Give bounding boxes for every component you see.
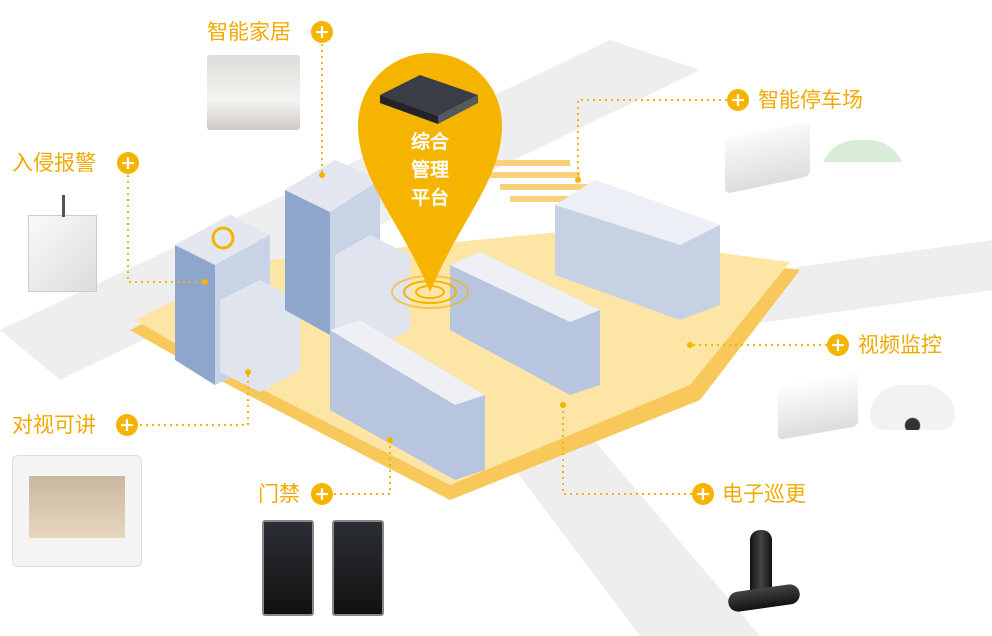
keypad-reader-image: [332, 520, 384, 616]
platform-title-line: 综合: [410, 131, 449, 153]
multi-sensor-camera-image: [820, 140, 905, 195]
label-smart-parking: 智能停车场: [758, 88, 863, 112]
server-icon: [380, 75, 478, 124]
platform-title-line: 管理: [410, 159, 449, 181]
leader-dots: [202, 172, 693, 443]
dome-camera-image: [870, 385, 955, 430]
plus-smart-parking-button[interactable]: +: [727, 89, 749, 111]
leader-lines: [116, 44, 827, 495]
smart-home-image: [207, 55, 300, 130]
building-parking: [555, 180, 720, 320]
plus-access-control-button[interactable]: +: [311, 483, 333, 505]
plus-video-intercom-button[interactable]: +: [116, 414, 138, 436]
building-row-middle: [450, 252, 600, 395]
building-tower-center: [285, 160, 410, 350]
card-reader-image: [262, 520, 314, 616]
platform-title: 综合 管理 平台: [398, 128, 462, 212]
intercom-monitor-image: [12, 455, 142, 567]
label-access-control: 门禁: [258, 482, 300, 506]
platform-pin: [358, 53, 502, 292]
platform-title-line: 平台: [410, 187, 449, 209]
plus-intrusion-alarm-button[interactable]: +: [117, 152, 139, 174]
label-guard-patrol-wrap: 电子巡更: [722, 482, 806, 506]
intercom-screen: [29, 476, 125, 538]
label-video-intercom: 对视可讲: [12, 413, 96, 437]
building-tower-left: [175, 215, 300, 392]
alarm-panel-image: [28, 215, 97, 292]
plus-smart-home-button[interactable]: +: [311, 21, 333, 43]
antenna-icon: [62, 195, 65, 217]
patrol-wand-image: [750, 530, 772, 600]
label-video-surveillance: 视频监控: [858, 333, 942, 357]
label-intrusion-alarm: 入侵报警: [12, 151, 96, 175]
building-row-front: [330, 320, 485, 480]
plus-guard-patrol-button[interactable]: +: [692, 483, 714, 505]
plus-video-surveillance-button[interactable]: +: [827, 334, 849, 356]
label-guard-patrol: 电子巡更: [722, 482, 806, 506]
label-smart-home: 智能家居: [207, 20, 291, 44]
crosswalk: [480, 160, 600, 202]
